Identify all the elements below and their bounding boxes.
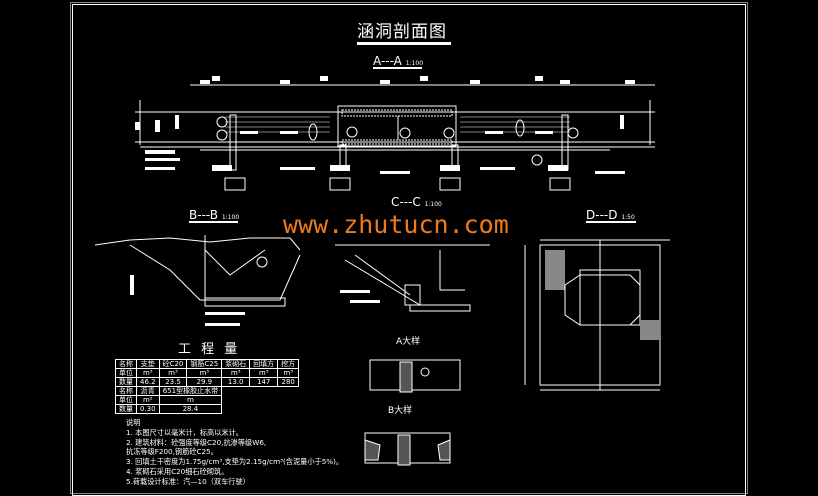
table-cell: 29.9 [186, 377, 223, 387]
section-dd-name: D---D [586, 208, 618, 222]
table-cell: m³ [186, 368, 223, 378]
table-cell: 浆砌石 [221, 359, 251, 369]
note-line: 抗冻等级F200,钢筋砼C25。 [126, 447, 218, 457]
table-cell: 651型橡胶止水带 [158, 386, 223, 396]
table-cell: m [158, 395, 223, 405]
notes-heading: 说明 [126, 418, 141, 427]
section-aa-scale: 1:100 [405, 60, 424, 67]
table-cell: 名称 [115, 359, 137, 369]
note-line: 4. 浆砌石采用C20细石砼砌筑。 [126, 466, 229, 476]
table-cell: 46.2 [136, 377, 160, 387]
table-cell: 名称 [115, 386, 137, 396]
quantities-title: 工 程 量 [178, 342, 241, 357]
section-cc-label: C---C 1:100 [391, 195, 442, 212]
table-cell: m³ [158, 368, 188, 378]
section-cc-scale: 1:100 [424, 201, 442, 208]
table-cell: 支垫 [136, 359, 160, 369]
table-cell: 挖方 [277, 359, 300, 369]
section-bb-scale: 1:100 [221, 214, 240, 221]
table-cell: 147 [249, 377, 279, 387]
table-cell: 回填方 [249, 359, 279, 369]
notes: 说明 1. 本图尺寸以毫米计，标高以米计。 2. 建筑材料：砼强度等级C20,抗… [126, 418, 343, 487]
section-dd-scale: 1:50 [621, 214, 635, 221]
note-line: 1. 本图尺寸以毫米计，标高以米计。 [126, 427, 243, 437]
section-aa-name: A---A [373, 54, 402, 68]
watermark: www.zhutucn.com [283, 210, 509, 239]
detail-a-label: A大样 [396, 337, 421, 347]
table-cell: 钢筋C25 [186, 359, 223, 369]
dd-underline [586, 221, 636, 223]
section-bb-drawing [94, 235, 301, 326]
detail-drawings [364, 359, 461, 466]
note-line: 5.荷载设计标准：汽—10（双车行驶） [126, 476, 250, 486]
table-cell: m³ [249, 368, 279, 378]
section-bb-name: B---B [189, 208, 219, 222]
section-bb-label: B---B 1:100 [189, 208, 239, 225]
table-cell: 砼C20 [158, 359, 188, 369]
table-cell: 280 [277, 377, 300, 387]
table-cell: m³ [277, 368, 300, 378]
table-cell: 数量 [115, 404, 137, 414]
bb-underline [189, 221, 238, 223]
table-cell: m³ [136, 368, 160, 378]
section-aa-drawing [135, 76, 655, 191]
table-cell: 0.30 [136, 404, 160, 414]
table-cell: 单位 [115, 395, 137, 405]
drawing-title: 涵洞剖面图 [357, 22, 447, 42]
section-cc-name: C---C [391, 195, 421, 209]
section-dd-label: D---D 1:50 [586, 208, 635, 225]
table-cell: 13.0 [221, 377, 251, 387]
detail-b-label: B大样 [388, 406, 413, 416]
section-aa-label: A---A 1:100 [373, 54, 423, 71]
table-cell: 28.4 [158, 404, 223, 414]
section-dd-drawing [524, 239, 670, 391]
title-underline [357, 42, 451, 45]
table-cell: 沥青 [136, 386, 160, 396]
section-cc-drawing [335, 244, 490, 312]
aa-underline [373, 67, 422, 69]
table-cell: m³ [221, 368, 251, 378]
note-line: 3. 回填土干密度为1.75g/cm³,支垫为2.15g/cm³(含泥量小于5%… [126, 457, 344, 467]
note-line: 2. 建筑材料：砼强度等级C20,抗渗等级W6, [126, 437, 267, 447]
table-cell: 数量 [115, 377, 137, 387]
table-cell: 单位 [115, 368, 137, 378]
table-cell: 23.5 [158, 377, 188, 387]
table-cell: m² [136, 395, 160, 405]
